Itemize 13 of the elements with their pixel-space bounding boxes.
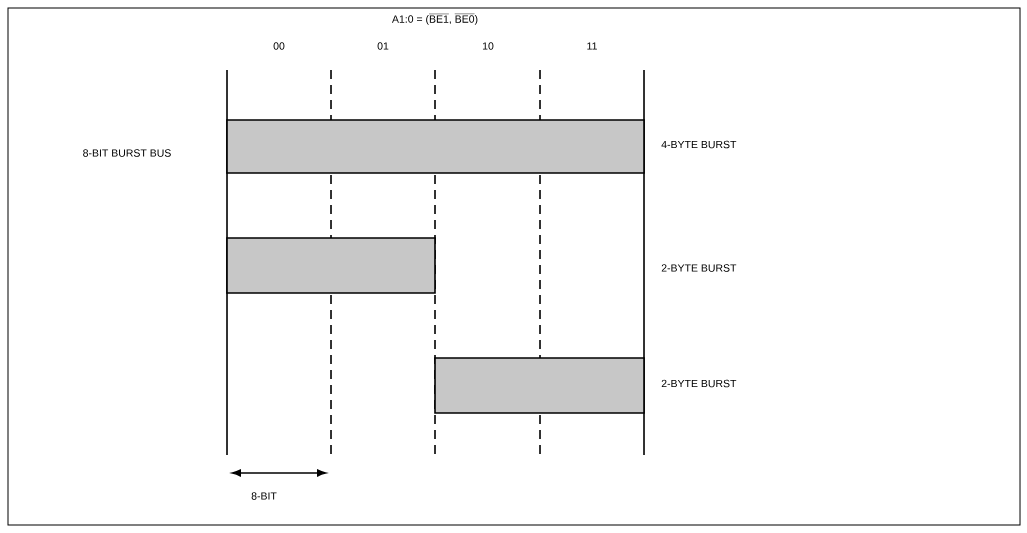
burst-label: 2-BYTE BURST — [661, 264, 737, 272]
burst-bar — [434, 357, 645, 414]
column-label: 00 — [273, 42, 285, 50]
column-label: 11 — [587, 42, 597, 50]
burst-label: 2-BYTE BURST — [661, 379, 737, 388]
column-label: 10 — [482, 42, 494, 50]
burst-bar — [226, 119, 645, 174]
burst-bar — [226, 237, 436, 294]
bus-label: 8-BIT BURST BUS — [83, 149, 171, 157]
burst-label: 4-BYTE BURST — [661, 140, 737, 149]
column-label: 01 — [377, 42, 389, 50]
axis-title: $\text{A1:0 = (}\overline{\text{BE1}}\text{, }\overline{\text{BE0}}\text{)}$ — [392, 13, 478, 25]
dimension-label: 8-BIT — [251, 492, 277, 500]
